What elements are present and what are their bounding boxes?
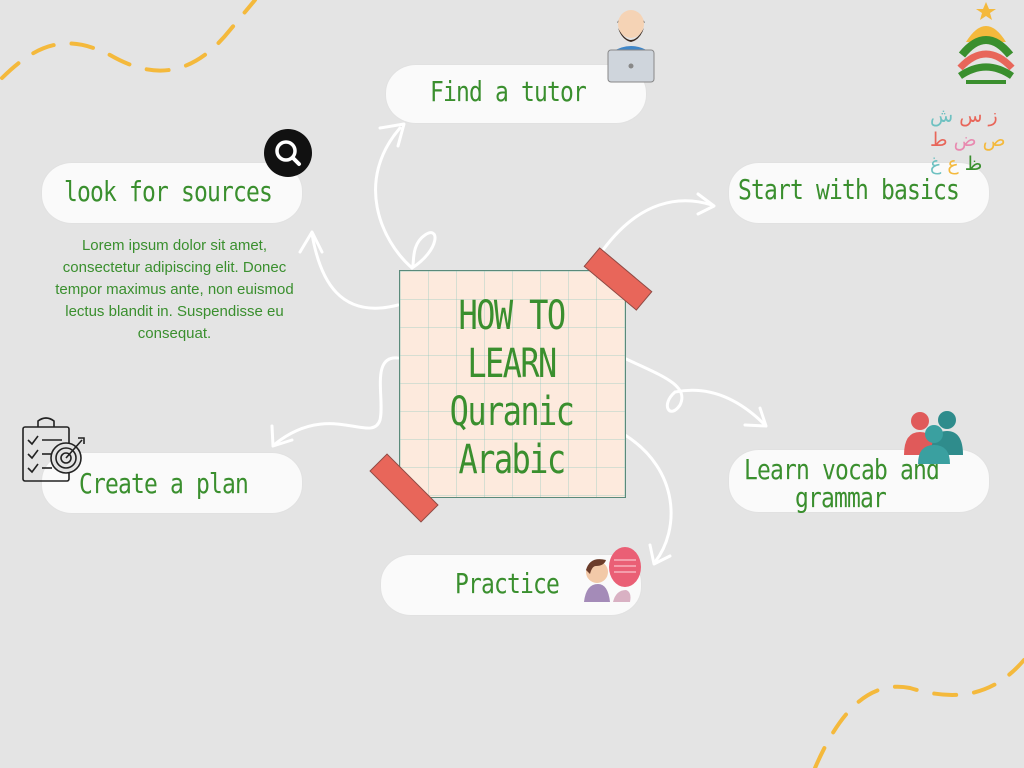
title-line-4: Arabic [458,437,567,483]
tape-bottom-left [369,453,439,523]
people-group-icon [904,411,963,464]
arabic-letter: س [959,105,983,127]
tape-top-right [583,247,653,311]
title-line-2: LEARN [467,341,557,387]
pill-look-sources [42,163,302,223]
label-practice: Practice [455,567,560,600]
arabic-letter: ض [953,129,977,151]
main-title: HOW TO LEARN Quranic Arabic [399,292,624,484]
arrow-to-vocab [622,356,767,427]
label-start-basics: Start with basics [738,173,960,206]
label-create-plan: Create a plan [79,467,249,500]
arrow-to-practice [623,433,673,564]
title-note [399,270,626,498]
arrow-to-plan [273,356,400,446]
arabic-letter: غ [930,153,942,175]
label-find-tutor: Find a tutor [430,75,587,108]
label-look-sources: look for sources [64,175,273,208]
arabic-letter: ص [982,129,1006,151]
arabic-letter: ز [988,105,998,127]
conversation-icon [584,547,641,602]
sources-description: Lorem ipsum dolor sit amet, consectetur … [55,237,294,342]
arrow-to-sources [310,232,400,310]
arabic-letter: ظ [964,153,983,175]
plan-checklist-target-icon [22,417,85,482]
pill-start-basics [729,163,989,223]
tutor-laptop-icon [607,10,655,83]
title-line-3: Quranic [449,389,575,435]
title-line-1: HOW TO [458,293,567,339]
arabic-letters-icon: ز س ش ص ض ط ظ ع غ [930,104,1006,176]
arrow-to-basics [601,199,714,252]
arabic-letter: ط [930,129,948,151]
arabic-letter: ش [930,105,954,127]
arrow-to-tutor [374,126,414,270]
pill-find-tutor [386,65,646,123]
logo-tree-icon [957,2,1015,84]
label-learn-vocab-2: grammar [795,481,887,514]
pill-create-plan [42,453,302,513]
label-learn-vocab-1: Learn vocab and [744,453,940,486]
search-icon [264,129,312,177]
arabic-letter: ع [947,153,959,175]
